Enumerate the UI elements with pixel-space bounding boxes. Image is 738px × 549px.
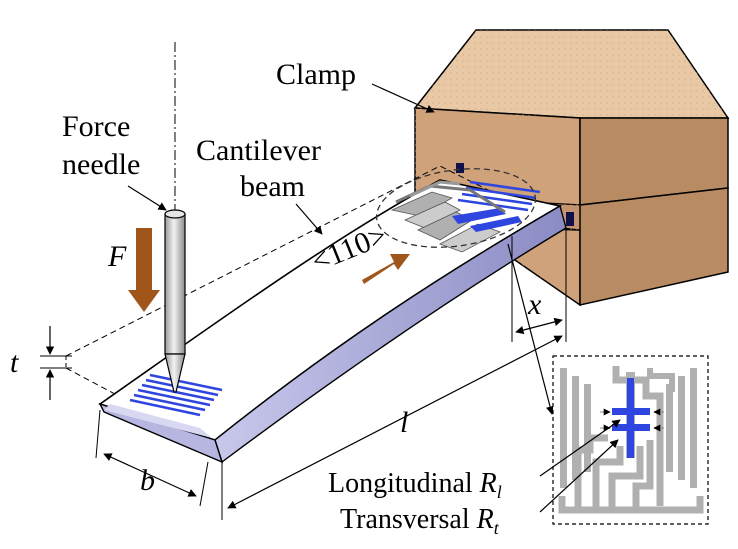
cantilever-label-line2: beam bbox=[240, 170, 305, 203]
force-needle-leader bbox=[127, 185, 167, 211]
cantilever-leader bbox=[295, 203, 323, 235]
zoom-leader bbox=[507, 243, 555, 415]
force-label-line2: needle bbox=[62, 148, 140, 181]
longitudinal-leader bbox=[539, 419, 621, 477]
sensor-inset bbox=[552, 355, 709, 525]
tip-stripe-pattern bbox=[129, 373, 223, 417]
sensor-highlight-ellipse bbox=[375, 168, 537, 248]
force-needle bbox=[164, 42, 186, 393]
direction-arrow bbox=[362, 254, 410, 284]
transversal-word: Transversal bbox=[340, 504, 470, 535]
width-dimension bbox=[95, 409, 209, 507]
longitudinal-word: Longitudinal bbox=[328, 468, 473, 499]
thickness-label: t bbox=[10, 346, 19, 379]
slot-edge-left bbox=[456, 163, 464, 173]
distance-label: x bbox=[527, 288, 542, 321]
transversal-sub: t bbox=[494, 518, 500, 538]
force-symbol-label: F bbox=[107, 240, 127, 273]
clamp-label: Clamp bbox=[276, 58, 356, 91]
transversal-leader bbox=[539, 439, 619, 513]
force-arrow bbox=[128, 228, 160, 312]
width-label: b bbox=[140, 464, 155, 497]
circuit-traces bbox=[390, 180, 522, 253]
slot-edge-right bbox=[566, 212, 574, 226]
needle-shaft bbox=[164, 213, 186, 355]
transversal-resistor-1 bbox=[612, 408, 650, 415]
needle-tip bbox=[164, 353, 186, 393]
cantilever-label-line1: Cantilever bbox=[196, 134, 321, 167]
length-label: l bbox=[400, 406, 408, 439]
length-dimension bbox=[221, 228, 567, 520]
thickness-dimension bbox=[40, 326, 72, 400]
distance-dimension bbox=[511, 236, 563, 342]
cantilever-beam bbox=[65, 165, 567, 464]
beam-tip-shade bbox=[104, 404, 212, 438]
longitudinal-r: R bbox=[479, 468, 497, 499]
transversal-resistor-2 bbox=[612, 424, 650, 431]
transversal-r: R bbox=[476, 504, 494, 535]
longitudinal-resistor bbox=[627, 378, 634, 458]
clamp-lower-side bbox=[579, 187, 729, 306]
force-label-line1: Force bbox=[62, 110, 130, 143]
clamp-leader bbox=[371, 83, 435, 113]
needle-top bbox=[164, 209, 186, 219]
longitudinal-sub: l bbox=[497, 482, 502, 502]
clamp-top-texture bbox=[415, 30, 728, 118]
